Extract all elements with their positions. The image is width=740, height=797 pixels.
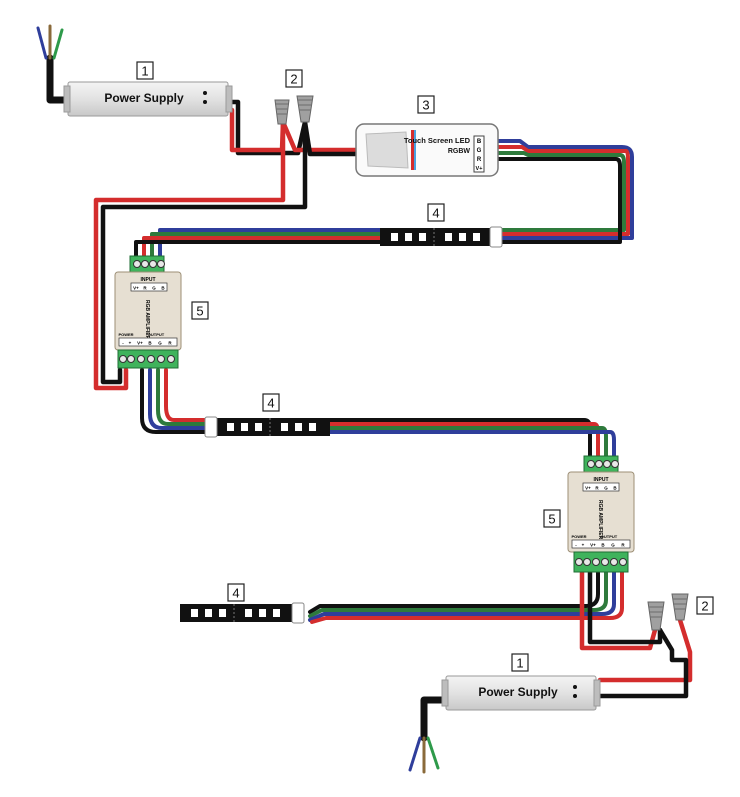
controller-title: Touch Screen LED (404, 136, 471, 145)
power-supply-top: Power Supply (63, 81, 233, 117)
controller-terminal: B (477, 139, 482, 145)
callout-led-strip-2: 4 (262, 393, 280, 412)
callout-amplifier-2: 5 (543, 509, 561, 528)
amplifier-name: RGB AMPLIFIER (144, 300, 150, 340)
amplifier-input-terminal: B (613, 486, 617, 491)
led-strip-1 (380, 226, 503, 248)
power-supply-label: Power Supply (104, 91, 184, 105)
callout-led-strip-1: 4 (427, 203, 445, 222)
callout-power-supply-top: 1 (136, 61, 154, 80)
callout-number: 4 (432, 206, 439, 221)
amplifier-input-terminal: G (604, 486, 608, 491)
amplifier-output-terminal: V+ (590, 543, 596, 548)
controller-terminal: V+ (476, 166, 483, 172)
amplifier-input-terminal: V+ (585, 486, 591, 491)
amp2-power-red (579, 569, 658, 651)
controller-terminal: G (477, 148, 482, 154)
callouts: 1 2 3 4 5 4 5 4 (136, 61, 714, 672)
led-strip-2 (204, 416, 330, 438)
callout-wire-nut-bottom: 2 (696, 596, 714, 615)
callout-power-supply-bottom: 1 (511, 653, 529, 672)
nut-to-controller-red (280, 119, 363, 153)
power-supply-label: Power Supply (478, 685, 558, 699)
callout-number: 5 (548, 512, 555, 527)
controller-terminal: R (477, 157, 482, 163)
mains-cable-top (36, 24, 74, 104)
callout-wire-nut-top: 2 (285, 69, 303, 88)
rgb-amplifier-1: INPUT V+ R G B RGB AMPLIFIER POWER OUTPU… (114, 255, 182, 369)
psu2-red-input (597, 617, 693, 683)
amp1-output-bundle (140, 368, 207, 434)
amplifier-output-terminal: V+ (137, 341, 143, 346)
controller-output-bundle (496, 139, 634, 244)
amp2-power-black (587, 569, 663, 645)
strip2-to-amp2-bundle (328, 418, 616, 458)
amplifier-power-terminal: + (582, 543, 585, 548)
power-supply-bottom: Power Supply (441, 675, 601, 711)
amplifier-input-terminal: B (161, 286, 165, 291)
callout-number: 4 (267, 396, 274, 411)
strip1-to-amp1-bundle (134, 228, 382, 258)
callout-number: 2 (701, 599, 708, 614)
amplifier-name: RGB AMPLIFIER (597, 500, 603, 540)
amplifier-output-terminal: R (168, 341, 172, 346)
amplifier-output-terminal: G (611, 543, 615, 548)
wire-nut-pair-top (274, 95, 314, 125)
callout-led-strip-3: 4 (227, 583, 245, 602)
mains-cable-bottom (408, 696, 450, 774)
psu2-black-input (597, 627, 689, 699)
amplifier-power-label: POWER (571, 534, 586, 539)
callout-controller: 3 (417, 95, 435, 114)
amplifier-output-label: OUTPUT (148, 332, 165, 337)
feed-black-amp1 (100, 119, 308, 385)
amplifier-input-label: INPUT (594, 477, 609, 483)
amplifier-output-label: OUTPUT (601, 534, 618, 539)
callout-number: 1 (516, 656, 523, 671)
amplifier-input-terminal: V+ (133, 286, 139, 291)
amplifier-output-terminal: B (148, 341, 152, 346)
amp2-output-bundle (308, 570, 624, 624)
callout-number: 2 (290, 72, 297, 87)
psu1-black-output (222, 99, 308, 156)
amplifier-output-terminal: G (158, 341, 162, 346)
amplifier-output-terminal: B (601, 543, 605, 548)
amplifier-output-terminal: R (621, 543, 625, 548)
amplifier-input-terminal: G (152, 286, 156, 291)
controller-subtitle: RGBW (448, 148, 471, 155)
callout-number: 5 (196, 304, 203, 319)
amplifier-input-terminal: R (143, 286, 147, 291)
controller-terminal-block: B G R V+ (473, 135, 485, 173)
wire-nut-pair-bottom (647, 593, 689, 631)
amplifier-power-terminal: + (129, 341, 132, 346)
led-strip-3 (180, 602, 305, 624)
amplifier-power-terminal: - (122, 341, 124, 346)
amplifier-power-label: POWER (118, 332, 133, 337)
callout-number: 4 (232, 586, 239, 601)
callout-number: 3 (422, 98, 429, 113)
amplifier-input-terminal: R (595, 486, 599, 491)
callout-amplifier-1: 5 (191, 301, 209, 320)
rgb-amplifier-2: INPUT V+ R G B RGB AMPLIFIER POWER OUTPU… (567, 455, 635, 573)
callout-number: 1 (141, 64, 148, 79)
touch-screen-controller: Touch Screen LED RGBW B G R V+ (355, 123, 499, 177)
feed-red-amp1 (93, 119, 286, 391)
wiring (36, 24, 693, 774)
amplifier-input-label: INPUT (141, 277, 156, 283)
amplifier-power-terminal: - (575, 543, 577, 548)
